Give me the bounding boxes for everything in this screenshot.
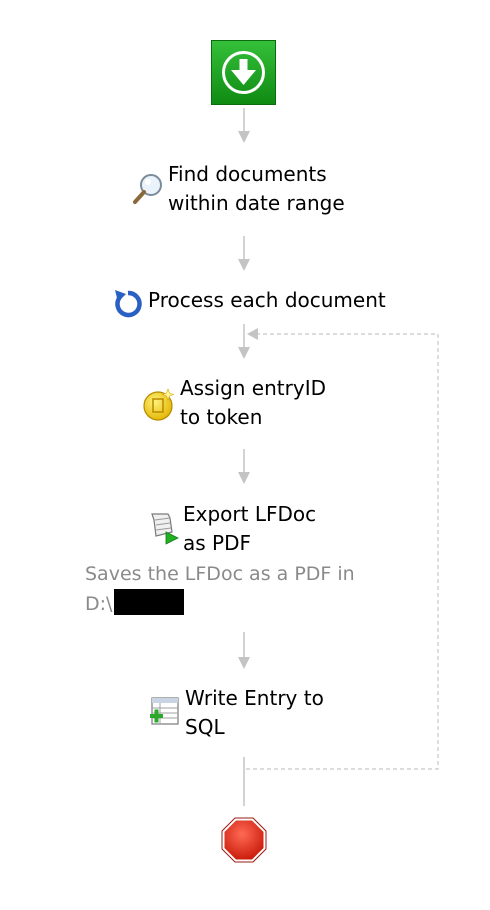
step-write-entry-to-sql[interactable]: Write Entry to SQL [148, 684, 368, 748]
start-node[interactable] [211, 40, 276, 105]
step-label: Assign entryID to token [180, 376, 326, 429]
step-process-each-document[interactable]: Process each document [112, 286, 412, 320]
step-find-documents[interactable]: Find documents within date range [130, 160, 370, 224]
step-description: Saves the LFDoc as a PDF in D:\ [85, 563, 355, 615]
magnifier-icon [133, 174, 162, 204]
step-label: Find documents within date range [168, 162, 345, 215]
step-label: Export LFDoc as PDF [183, 502, 317, 555]
redaction-block [114, 589, 185, 615]
step-label: Write Entry to SQL [185, 686, 324, 739]
step-label: Process each document [148, 288, 386, 312]
end-node[interactable] [220, 816, 268, 864]
export-pdf-icon [151, 513, 179, 545]
loop-arrow-icon [115, 290, 142, 318]
start-arrow-down-icon [211, 40, 276, 105]
step-assign-entryid[interactable]: Assign entryID to token [140, 374, 360, 438]
stop-octagon-icon [221, 817, 267, 863]
token-coin-icon [143, 388, 175, 421]
step-export-lfdoc-as-pdf[interactable]: Export LFDoc as PDF [146, 500, 366, 560]
sql-table-add-icon [150, 697, 179, 725]
